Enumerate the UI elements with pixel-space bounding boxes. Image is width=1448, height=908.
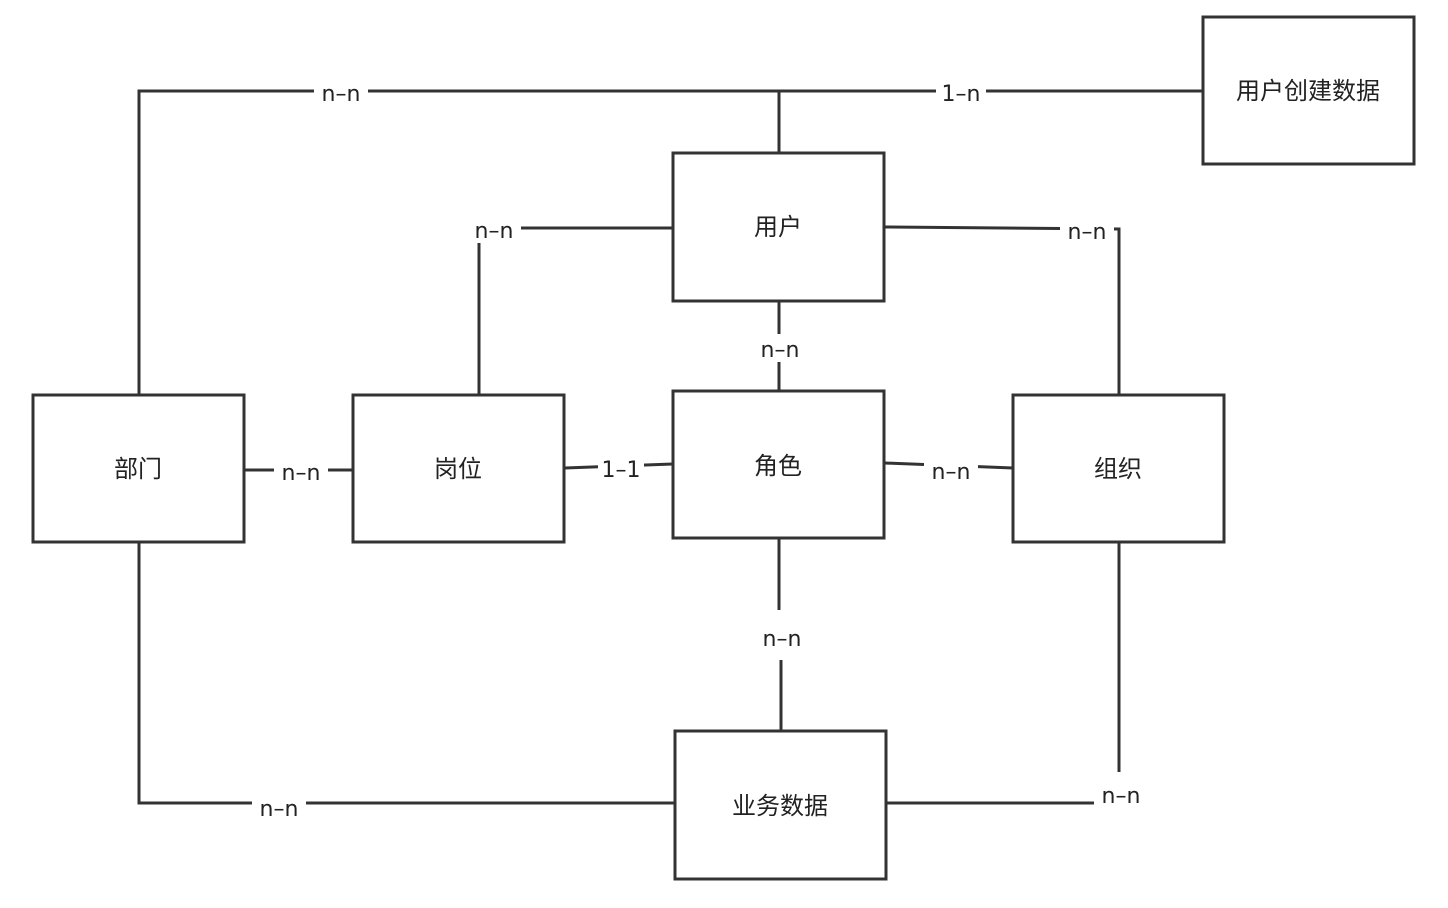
label-department-post: n–n <box>274 457 328 486</box>
edge-organization-business-data <box>887 543 1121 805</box>
node-user-label: 用户 <box>754 213 802 241</box>
node-business-data: 业务数据 <box>673 729 888 881</box>
label-user-organization: n–n <box>1060 216 1114 245</box>
node-organization-label: 组织 <box>1094 455 1142 483</box>
label-role-business-data: n–n <box>755 622 809 652</box>
node-user-created-data-label: 用户创建数据 <box>1236 77 1380 105</box>
node-user: 用户 <box>671 151 886 303</box>
edge-user-organization <box>884 225 1121 395</box>
node-role: 角色 <box>671 389 886 540</box>
label-role-organization-text: n–n <box>932 460 971 485</box>
label-post-role-text: 1–1 <box>602 458 641 483</box>
label-role-organization: n–n <box>924 456 978 485</box>
label-role-business-data-text: n–n <box>763 627 802 652</box>
label-post-role: 1–1 <box>598 454 644 483</box>
node-business-data-label: 业务数据 <box>732 792 828 820</box>
label-post-user: n–n <box>467 215 521 244</box>
label-user-created-data: 1–n <box>936 78 986 107</box>
label-post-user-text: n–n <box>475 219 514 244</box>
label-department-user-text: n–n <box>322 82 361 107</box>
node-department-label: 部门 <box>114 455 162 483</box>
node-post-label: 岗位 <box>434 455 482 483</box>
node-user-created-data: 用户创建数据 <box>1201 15 1416 166</box>
label-user-created-data-text: 1–n <box>942 82 981 107</box>
edge-department-business-data <box>137 543 675 805</box>
node-post: 岗位 <box>351 393 566 544</box>
label-department-user: n–n <box>314 78 368 107</box>
label-organization-business-data-text: n–n <box>1102 784 1141 809</box>
edge-role-business-data <box>777 538 783 731</box>
label-department-business-data-text: n–n <box>260 797 299 822</box>
label-user-organization-text: n–n <box>1068 220 1107 245</box>
label-department-business-data: n–n <box>252 793 306 822</box>
node-role-label: 角色 <box>754 452 802 480</box>
label-user-role: n–n <box>753 334 807 363</box>
label-organization-business-data: n–n <box>1094 780 1148 809</box>
label-user-role-text: n–n <box>761 338 800 363</box>
label-department-post-text: n–n <box>282 461 321 486</box>
node-organization: 组织 <box>1011 393 1226 544</box>
edge-post-user <box>477 226 673 395</box>
edges <box>137 89 1203 805</box>
edge-department-user <box>137 89 781 395</box>
node-department: 部门 <box>31 393 246 544</box>
